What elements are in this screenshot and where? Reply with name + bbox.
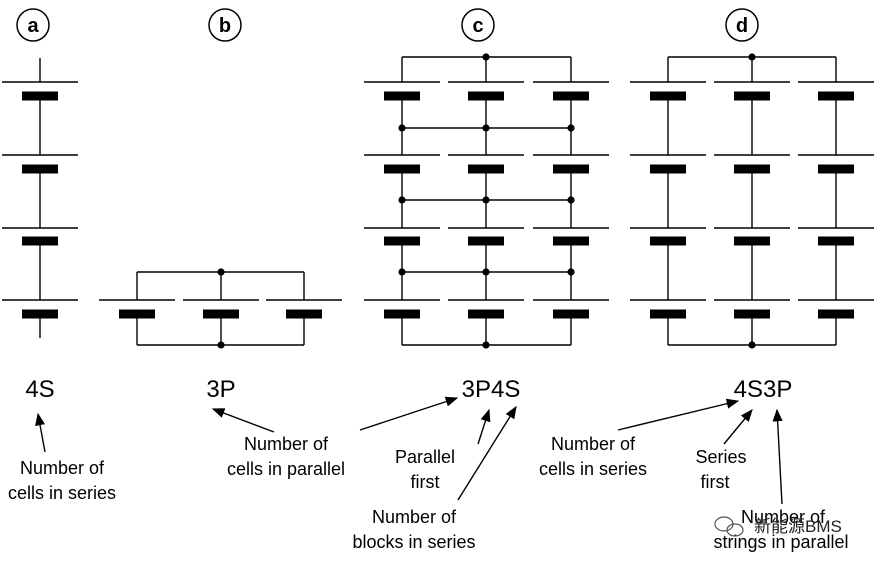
annotation-d-cells-line2: cells in series (539, 459, 647, 479)
panel-c-badge: c (461, 8, 495, 42)
annotation-d-strings-line2: strings in parallel (713, 532, 848, 552)
watermark: 新能源BMS (714, 516, 842, 537)
junction-dot (482, 124, 490, 132)
circuit-c-parallel-first (364, 53, 609, 349)
junction-dot (567, 268, 575, 276)
annotation-b-line1: Number of (244, 434, 329, 454)
annotation-b-line2: cells in parallel (227, 459, 345, 479)
annotation-d-strings-line1: Number of (741, 507, 826, 527)
watermark-text: 新能源BMS (754, 517, 842, 536)
annotation-c-blocks-line1: Number of (372, 507, 457, 527)
junction-dot (482, 268, 490, 276)
panel-a-letter: a (27, 15, 39, 37)
junction-dot (567, 124, 575, 132)
annotation-c-first: Parallel first (395, 447, 455, 492)
junction-dot (217, 268, 225, 276)
annotation-d-first: Series first (695, 447, 746, 492)
junction-dot (398, 124, 406, 132)
arrow-c-parallel-first (477, 408, 491, 445)
annotation-b: Number of cells in parallel (227, 434, 345, 479)
config-label-b: 3P (206, 376, 235, 403)
annotation-d-cells: Number of cells in series (539, 434, 647, 479)
circuit-a-series (2, 58, 78, 338)
junction-dot (398, 268, 406, 276)
panel-d-letter: d (736, 15, 748, 37)
junction-dot (567, 196, 575, 204)
annotation-c-blocks-line2: blocks in series (352, 532, 475, 552)
annotation-c-first-line1: Parallel (395, 447, 455, 467)
panel-a-badge: a (16, 8, 50, 42)
panel-c-letter: c (472, 15, 483, 37)
config-label-c: 3P4S (462, 376, 521, 403)
arrow-c-blocks-series (457, 405, 517, 501)
annotation-c-first-line2: first (411, 472, 440, 492)
config-label-d: 4S3P (734, 376, 793, 403)
config-label-a: 4S (25, 376, 54, 403)
junction-dot (482, 196, 490, 204)
annotation-a-line2: cells in series (8, 483, 116, 503)
panel-d-badge: d (725, 8, 759, 42)
arrow-d-series-first (723, 409, 753, 445)
arrow-a-cells-series (35, 412, 46, 453)
circuit-b-parallel (99, 268, 342, 349)
annotation-d-cells-line1: Number of (551, 434, 636, 454)
annotation-a: Number of cells in series (8, 458, 116, 503)
circuit-d-series-first (630, 53, 874, 349)
annotation-d-first-line1: Series (695, 447, 746, 467)
arrow-d-cells-series (617, 398, 740, 431)
annotation-d-first-line2: first (701, 472, 730, 492)
wechat-icon (714, 516, 744, 537)
panel-b-badge: b (208, 8, 242, 42)
arrow-d-strings-parallel (772, 408, 783, 505)
annotation-d-strings: Number of strings in parallel (713, 507, 848, 552)
panel-b-letter: b (219, 15, 231, 37)
annotation-arrows (35, 396, 783, 505)
junction-dot (217, 341, 225, 349)
arrow-b-cells-parallel (211, 408, 275, 433)
junction-dot (398, 196, 406, 204)
annotation-a-line1: Number of (20, 458, 105, 478)
arrow-c-parallel-count (359, 396, 459, 431)
annotation-c-blocks: Number of blocks in series (352, 507, 475, 552)
